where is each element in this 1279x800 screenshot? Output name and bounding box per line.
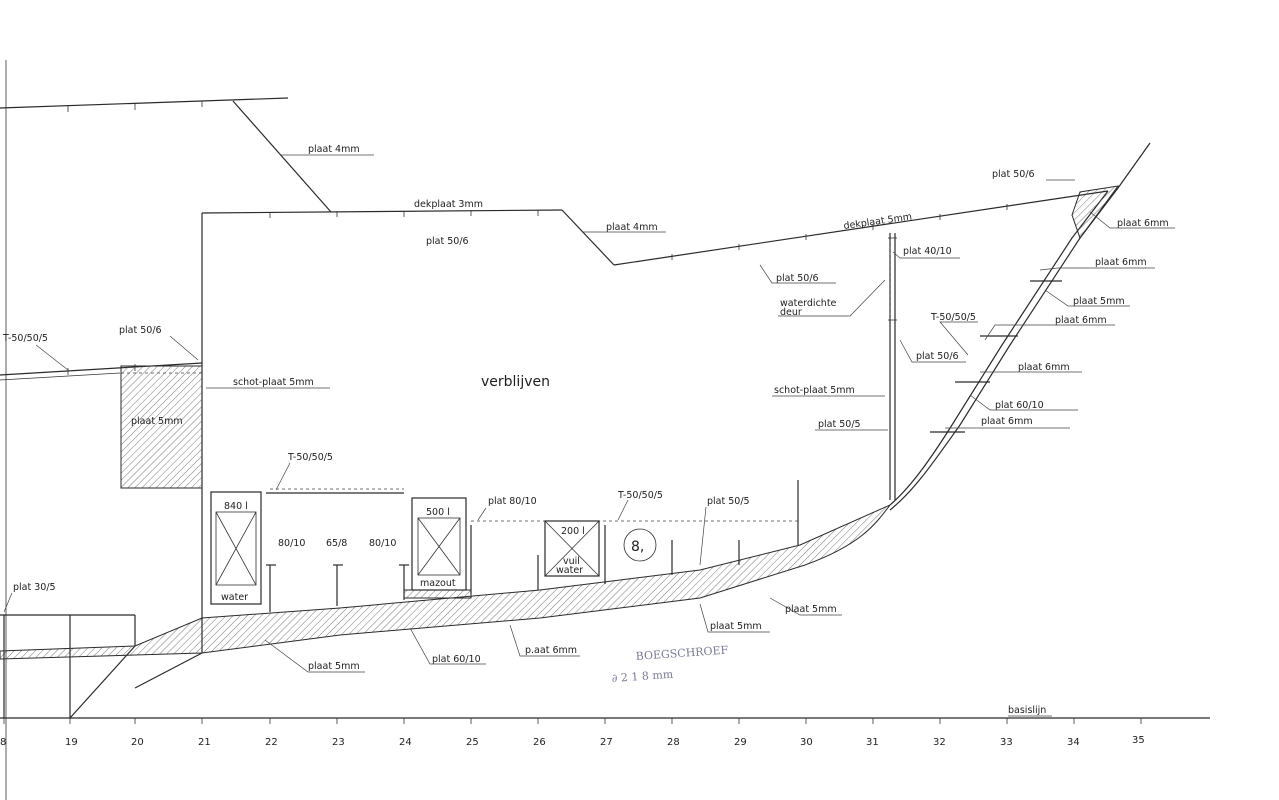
frame-label: 28 <box>667 737 680 748</box>
stiffener-heads <box>266 488 798 566</box>
label-plaat-6mm-5: plaat 6mm <box>981 416 1033 427</box>
leader-lines <box>3 154 1175 717</box>
hatched-bulkhead-box <box>120 365 203 489</box>
label-verblijven: verblijven <box>481 374 550 390</box>
handwritten-note-2: ∂ 2 1 8 mm <box>611 668 674 685</box>
upper-deck-lines <box>0 97 1109 492</box>
label-tank-200: 200 l <box>561 526 585 537</box>
label-plaat-5mm-bow: plaat 5mm <box>1073 296 1125 307</box>
frame-label: 20 <box>131 737 144 748</box>
label-plat-60-10-right: plat 60/10 <box>995 400 1044 411</box>
frame-label: 31 <box>866 737 879 748</box>
frame-label: 26 <box>533 737 546 748</box>
label-t-50-50-5-lower: T-50/50/5 <box>287 452 333 463</box>
label-plat-30-5: plat 30/5 <box>13 582 56 593</box>
label-tank-200-name2: water <box>556 565 583 576</box>
label-tank-840: 840 l <box>224 501 248 512</box>
label-dekplaat-3mm: dekplaat 3mm <box>414 199 483 210</box>
frame-label: 32 <box>933 737 946 748</box>
label-plaat-6mm-1: plaat 6mm <box>1117 218 1169 229</box>
label-plat-50-6-top: plat 50/6 <box>426 236 469 247</box>
frame-label: 24 <box>399 737 412 748</box>
label-plat-50-6-deck: plat 50/6 <box>776 273 819 284</box>
label-plat-50-5-low: plat 50/5 <box>707 496 750 507</box>
frame-label: 34 <box>1067 737 1080 748</box>
label-tank-200-name1: vuil <box>563 556 580 567</box>
frame-label: 8 <box>0 737 6 748</box>
water-tank-840 <box>210 491 262 605</box>
handwritten-note-1: BOEGSCHROEF <box>635 644 729 663</box>
circled-number <box>623 528 657 562</box>
label-tank-500: 500 l <box>426 507 450 518</box>
frame-verticals <box>3 480 799 718</box>
waste-water-tank-200 <box>544 520 600 577</box>
hull-bottom-plating <box>0 503 892 660</box>
label-t-50-50-5-mid: T-50/50/5 <box>617 490 663 501</box>
label-plaat-6mm-2: plaat 6mm <box>1095 257 1147 268</box>
label-plat-50-5-right: plat 50/5 <box>818 419 861 430</box>
label-deur: deur <box>780 307 802 318</box>
frame-label: 35 <box>1132 735 1145 746</box>
label-t-50-50-5-right: T-50/50/5 <box>930 312 976 323</box>
label-schot-plaat-5mm-left: schot-plaat 5mm <box>233 377 314 388</box>
forward-bulkhead <box>888 233 897 500</box>
label-circled: 8, <box>631 539 644 555</box>
label-plat-60-10-bottom: plat 60/10 <box>432 654 481 665</box>
fuel-tank-500 <box>403 497 472 599</box>
bow-hull <box>889 142 1151 511</box>
label-t-50-50-5-left: T-50/50/5 <box>2 333 48 344</box>
frame-number-scale: 8 19 20 21 22 23 24 25 26 27 28 29 30 31… <box>0 718 1145 748</box>
label-schot-plaat-5mm-right: schot-plaat 5mm <box>774 385 855 396</box>
label-plat-40-10: plat 40/10 <box>903 246 952 257</box>
label-plaat-6mm-3: plaat 6mm <box>1055 315 1107 326</box>
label-plat-50-6-right: plat 50/6 <box>916 351 959 362</box>
frame-label: 29 <box>734 737 747 748</box>
label-plaat-4mm-top: plaat 4mm <box>308 144 360 155</box>
label-plat-80-10-a: plat 80/10 <box>488 496 537 507</box>
frame-label: 22 <box>265 737 278 748</box>
label-65-8: 65/8 <box>326 538 347 549</box>
label-plat-50-6-left: plat 50/6 <box>119 325 162 336</box>
frame-label: 27 <box>600 737 613 748</box>
label-plaat-4mm-mid: plaat 4mm <box>606 222 658 233</box>
label-tank-500-name: mazout <box>420 578 456 589</box>
frame-label: 21 <box>198 737 211 748</box>
label-dekplaat-5mm: dekplaat 5mm <box>843 211 913 231</box>
label-plaat-5mm-box: plaat 5mm <box>131 416 183 427</box>
frame-label: 30 <box>800 737 813 748</box>
label-basislijn: basislijn <box>1008 705 1046 716</box>
label-plaat-5mm-hull: plaat 5mm <box>785 604 837 615</box>
label-80-10-a: 80/10 <box>278 538 305 549</box>
frame-label: 23 <box>332 737 345 748</box>
frame-label: 25 <box>466 737 479 748</box>
frame-label: 19 <box>65 737 78 748</box>
label-paat-6mm: p.aat 6mm <box>525 645 577 656</box>
label-plaat-6mm-4: plaat 6mm <box>1018 362 1070 373</box>
label-plat-50-6-bow: plat 50/6 <box>992 169 1035 180</box>
annotation-labels: plaat 4mm dekplaat 3mm plaat 4mm plat 50… <box>2 144 1169 716</box>
label-plaat-5mm-bottom: plaat 5mm <box>308 661 360 672</box>
label-tank-840-name: water <box>221 592 248 603</box>
label-waterdichte: waterdichte <box>780 298 837 309</box>
label-plaat-5mm-hull2: plaat 5mm <box>710 621 762 632</box>
frame-label: 33 <box>1000 737 1013 748</box>
label-80-10-b: 80/10 <box>369 538 396 549</box>
